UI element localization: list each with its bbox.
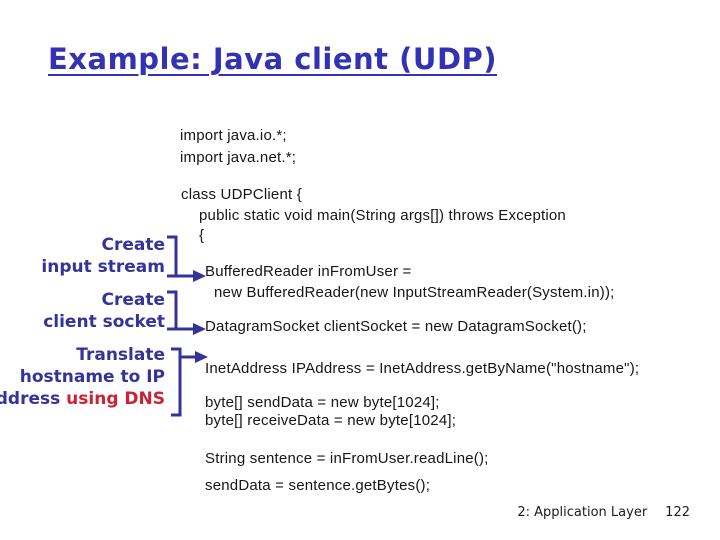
slide-title: Example: Java client (UDP) — [48, 42, 498, 76]
code-import-io: import java.io.*; — [180, 127, 287, 144]
code-open-brace: { — [199, 227, 205, 244]
bracket-arrow-dns-icon — [171, 347, 208, 417]
annotation-text-blue: address — [0, 389, 61, 409]
annotation-line: Create — [101, 290, 165, 310]
annotation-line: hostname to IP — [19, 367, 165, 387]
code-send-buffer: byte[] sendData = new byte[1024]; — [205, 394, 440, 411]
footer-section-label: 2: Application Layer — [517, 505, 648, 520]
code-get-bytes: sendData = sentence.getBytes(); — [205, 477, 431, 494]
annotation-line: address using DNS — [0, 388, 165, 410]
code-main-decl: public static void main(String args[]) t… — [199, 207, 566, 224]
annotation-text-red: using DNS — [66, 389, 165, 409]
code-import-net: import java.net.*; — [180, 149, 297, 166]
bracket-arrow-input-stream-icon — [167, 235, 206, 282]
code-read-line: String sentence = inFromUser.readLine(); — [205, 450, 489, 467]
annotation-line: client socket — [43, 312, 165, 332]
annotation-translate-dns: Translate hostname to IP address using D… — [0, 344, 165, 410]
annotation-line: Create — [101, 235, 165, 255]
annotation-create-client-socket: Create client socket — [43, 289, 165, 333]
code-datagram-socket: DatagramSocket clientSocket = new Datagr… — [205, 318, 587, 335]
code-receive-buffer: byte[] receiveData = new byte[1024]; — [205, 412, 457, 429]
slide-footer: 2: Application Layer 122 — [517, 505, 690, 520]
code-class-decl: class UDPClient { — [181, 186, 302, 203]
annotation-line: input stream — [41, 257, 165, 277]
code-buffered-reader-1: BufferedReader inFromUser = — [205, 263, 412, 280]
bracket-arrow-client-socket-icon — [167, 290, 206, 335]
code-inet-address: InetAddress IPAddress = InetAddress.getB… — [205, 360, 640, 377]
annotation-create-input-stream: Create input stream — [41, 234, 165, 278]
footer-page-number: 122 — [665, 505, 690, 520]
annotation-line: Translate — [76, 345, 165, 365]
code-buffered-reader-2: new BufferedReader(new InputStreamReader… — [214, 284, 615, 301]
